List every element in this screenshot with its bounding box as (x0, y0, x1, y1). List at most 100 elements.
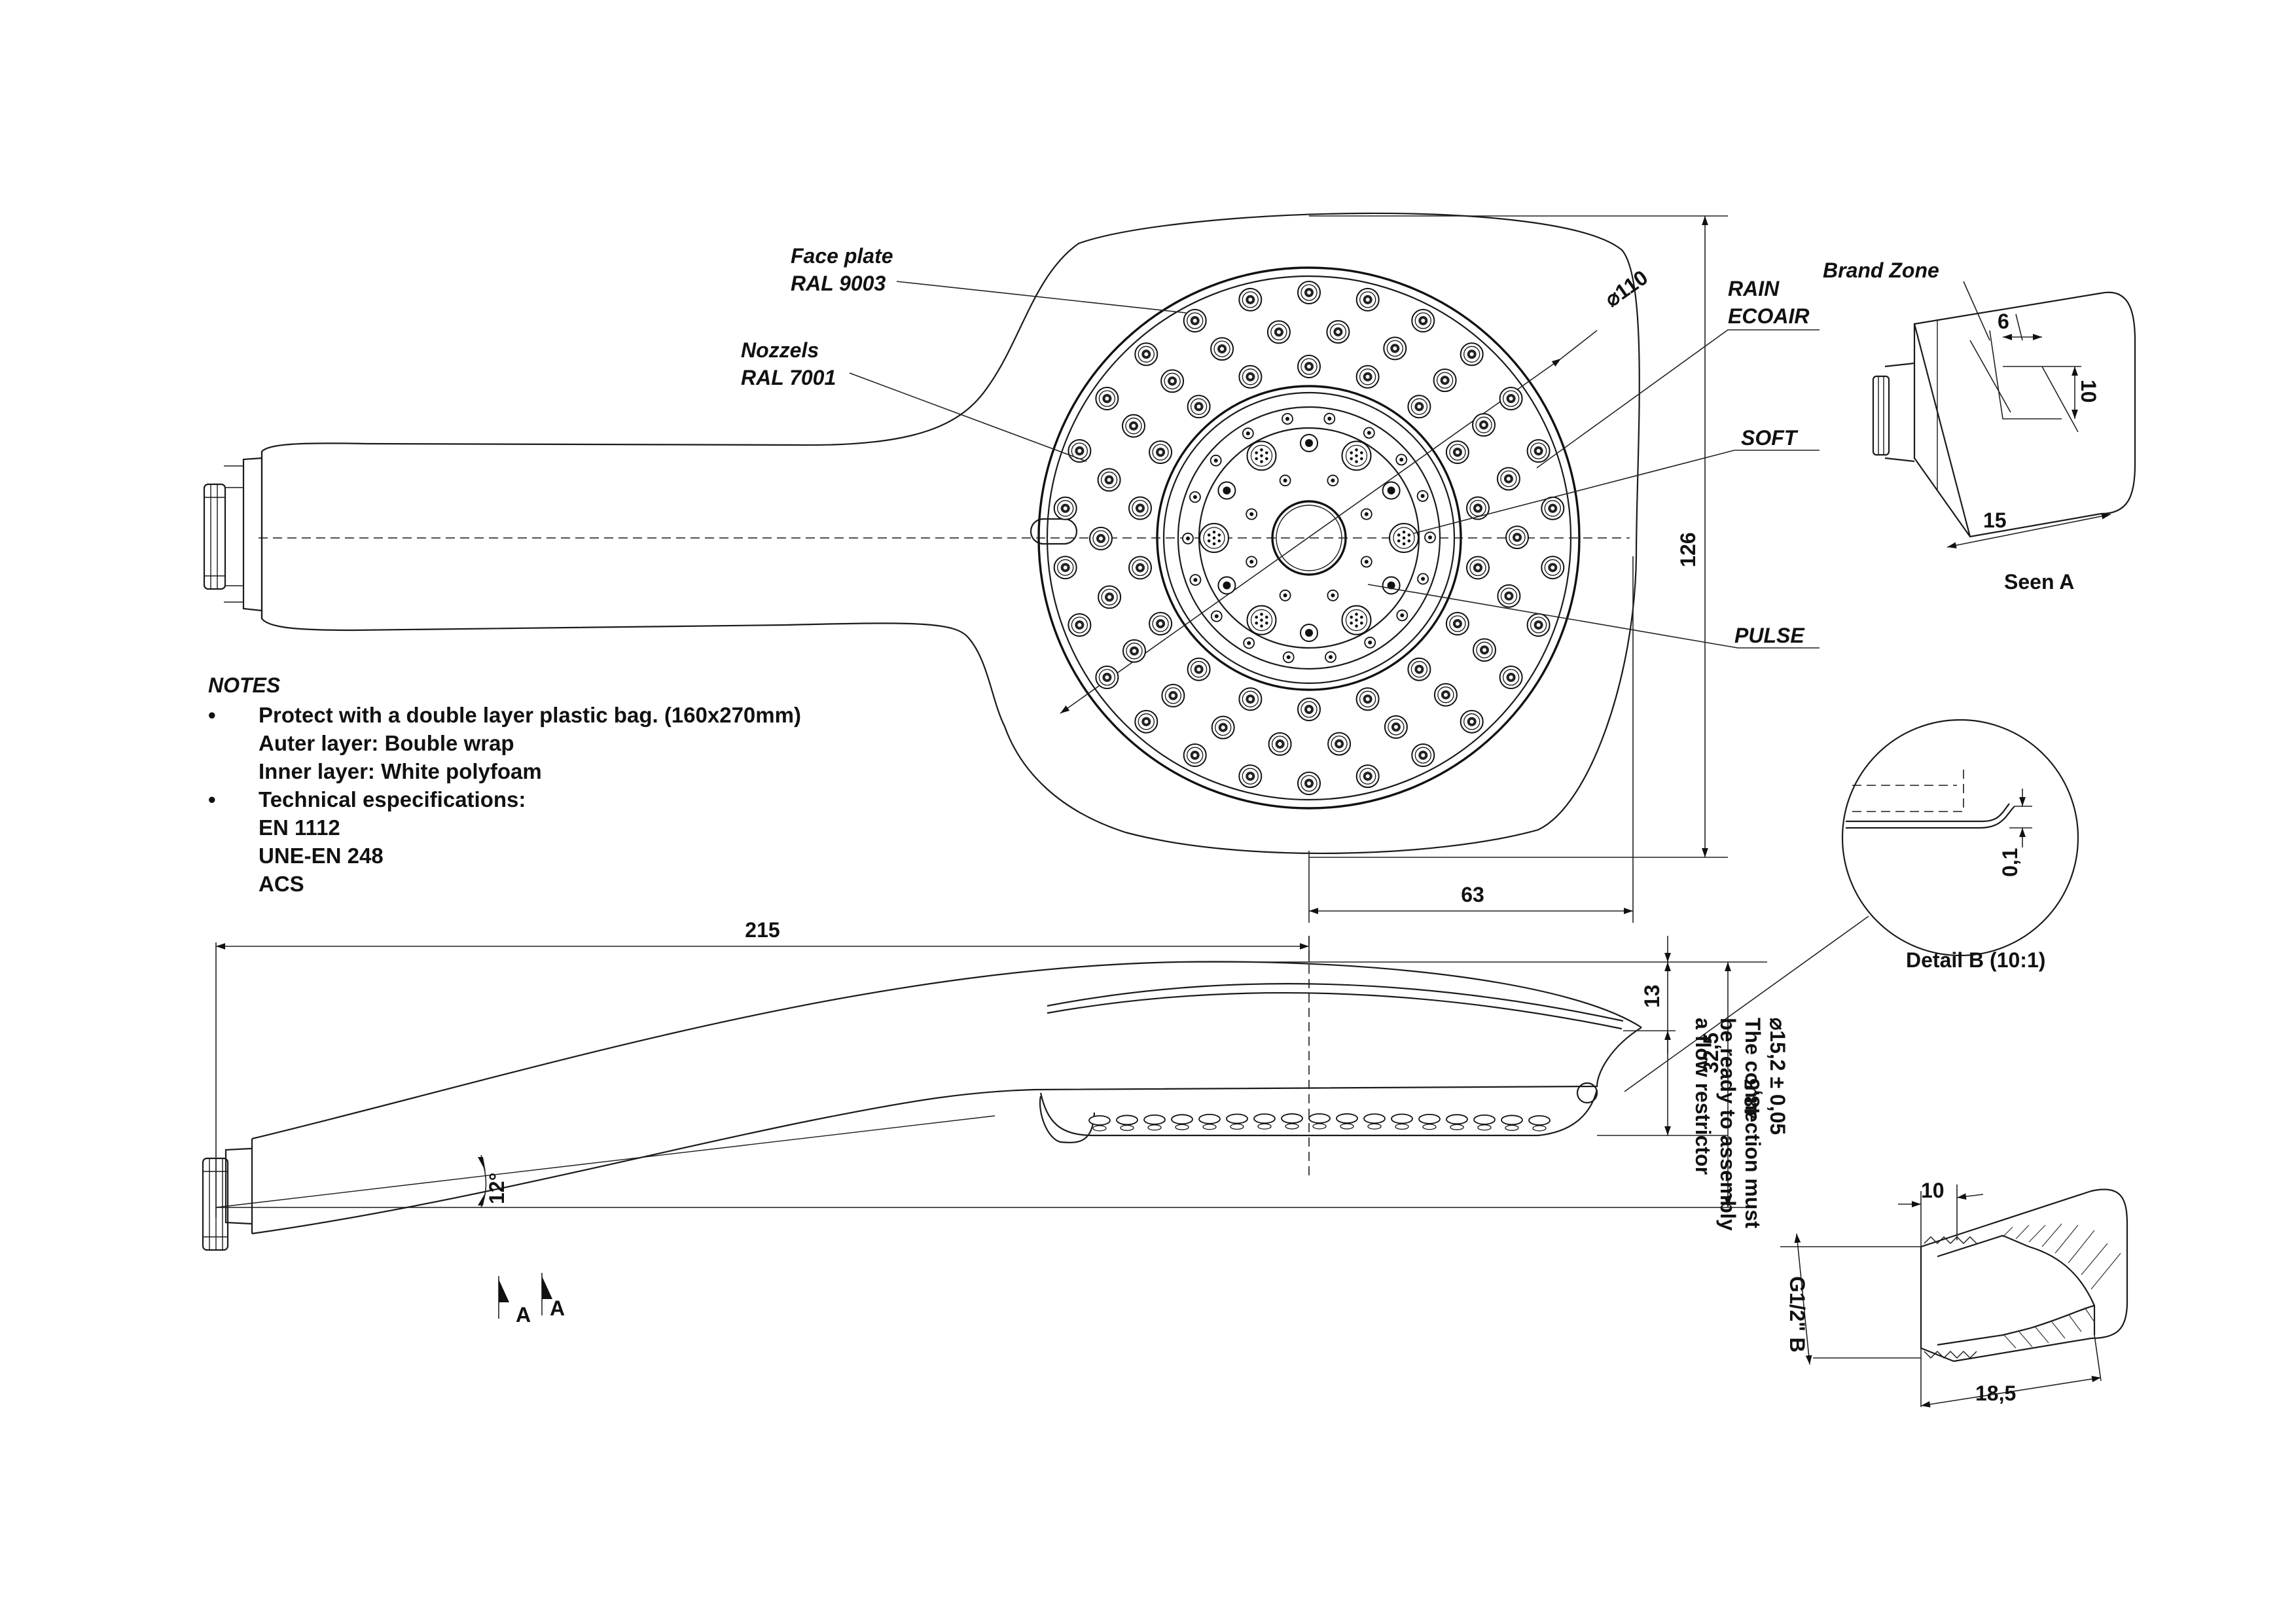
dim-bz-6: 6 (1998, 310, 2009, 333)
rain-nozzle (1095, 387, 1119, 410)
rain-nozzle (1122, 414, 1145, 438)
rain-nozzle (1211, 715, 1235, 740)
dim-126: 126 (1676, 532, 1700, 567)
ecoair-nozzle (1396, 609, 1408, 622)
rain-nozzle (1238, 687, 1263, 711)
dim-angle-12: 12° (485, 1173, 509, 1204)
rain-nozzle (1466, 496, 1490, 520)
rain-nozzle (1445, 612, 1469, 635)
rain-nozzle (1433, 368, 1457, 393)
rain-nozzle (1472, 413, 1496, 437)
ecoair-nozzle (1242, 427, 1254, 440)
ecoair-nozzle (1210, 610, 1223, 622)
dim-bz-15: 15 (1983, 508, 2007, 532)
side-nozzle-tip (1202, 1124, 1217, 1130)
ecoair-nozzle (1246, 556, 1258, 568)
rain-nozzle (1149, 612, 1173, 635)
rain-nozzle (1161, 683, 1185, 707)
thread-end-top (242, 457, 262, 612)
rain-nozzle (1053, 496, 1077, 520)
rain-nozzle (1355, 764, 1380, 789)
ecoair-nozzle (1323, 412, 1336, 425)
label-face-plate-ral: RAL 9003 (791, 272, 886, 295)
rain-nozzle (1053, 556, 1077, 580)
connection-detail (1780, 1185, 2128, 1408)
side-nozzle-tip (1230, 1123, 1244, 1130)
side-nozzle-tip (1285, 1123, 1299, 1130)
label-pulse: PULSE (1734, 624, 1805, 647)
side-nozzle-tip (1147, 1124, 1162, 1131)
side-nozzle-tip (1340, 1123, 1354, 1130)
side-nozzle (1281, 1113, 1303, 1124)
label-brand-zone: Brand Zone (1823, 259, 1939, 282)
side-view-dimensions (215, 936, 1767, 1217)
rain-nozzle (1460, 709, 1484, 734)
pulse-nozzle (1217, 481, 1236, 500)
rain-nozzle (1355, 687, 1380, 711)
side-top-profile (251, 961, 1642, 1140)
side-nozzle (1363, 1113, 1386, 1124)
label-rain: RAIN (1728, 277, 1780, 300)
rain-nozzle (1327, 732, 1352, 756)
rain-nozzle (1097, 468, 1121, 492)
side-nozzle-tip (1422, 1124, 1437, 1130)
side-nozzle (1088, 1115, 1111, 1126)
rain-nozzle (1433, 683, 1458, 707)
rain-nozzle (1297, 281, 1321, 304)
callout-leaders (849, 281, 1820, 649)
rain-nozzle (1134, 709, 1158, 734)
rain-nozzle (1473, 638, 1496, 662)
rain-nozzle (1266, 320, 1291, 344)
dim-detail-0-1: 0,1 (1998, 848, 2022, 877)
head-outline (260, 212, 1640, 855)
rain-nozzle (1411, 309, 1435, 332)
label-face-plate: Face plate (791, 244, 893, 268)
ecoair-nozzle (1424, 531, 1436, 544)
ecoair-nozzle (1279, 589, 1291, 601)
rain-nozzle (1541, 496, 1565, 520)
ecoair-nozzle (1360, 508, 1372, 520)
note-line-3: Inner layer: White polyfoam (259, 759, 542, 783)
rain-nozzle (1297, 772, 1321, 795)
rain-nozzle (1297, 698, 1321, 721)
connection-note: ⌀15,2 ± 0,05 The connection must be read… (1691, 1018, 1789, 1231)
rain-nozzle (1238, 287, 1263, 312)
pulse-nozzle (1217, 576, 1236, 595)
side-nozzle-tip (1505, 1124, 1519, 1132)
dim-48-5: 48,5 (1740, 1079, 1764, 1119)
side-nozzle-tip (1450, 1124, 1464, 1130)
side-nozzle (1418, 1113, 1441, 1124)
rain-nozzle (1499, 387, 1523, 410)
ecoair-nozzle (1417, 573, 1429, 585)
ecoair-nozzle (1363, 427, 1375, 439)
rain-nozzle (1238, 365, 1263, 389)
rain-nozzle (1268, 732, 1292, 756)
rain-nozzle (1541, 556, 1565, 580)
rain-nozzle (1128, 496, 1152, 520)
rain-nozzle (1128, 556, 1152, 580)
ecoair-nozzle (1327, 474, 1339, 487)
ecoair-nozzle (1395, 454, 1408, 466)
side-nozzle (1446, 1114, 1468, 1125)
ecoair-nozzle (1416, 490, 1429, 502)
rain-nozzle (1122, 639, 1146, 663)
svg-text:•: • (208, 703, 216, 727)
dim-d110: ⌀110 (1600, 266, 1652, 312)
rain-nozzle (1238, 764, 1263, 789)
pulse-nozzle (1300, 624, 1318, 642)
rain-nozzle (1383, 336, 1407, 361)
rain-nozzle (1095, 666, 1119, 689)
note-line-1: Protect with a double layer plastic bag.… (259, 703, 801, 727)
side-nozzle-tip (1175, 1124, 1189, 1130)
rain-nozzle (1466, 556, 1490, 580)
label-nozzels: Nozzels (741, 338, 819, 362)
rain-nozzle (1355, 287, 1380, 312)
ecoair-nozzle (1210, 454, 1222, 467)
rain-nozzle (1183, 743, 1207, 767)
ecoair-nozzle (1325, 651, 1336, 663)
rain-nozzle (1297, 355, 1321, 378)
ecoair-nozzle (1282, 413, 1293, 425)
rain-nozzle (1526, 613, 1551, 637)
detail-b (1624, 719, 2079, 1092)
notes-title: NOTES (208, 673, 281, 697)
